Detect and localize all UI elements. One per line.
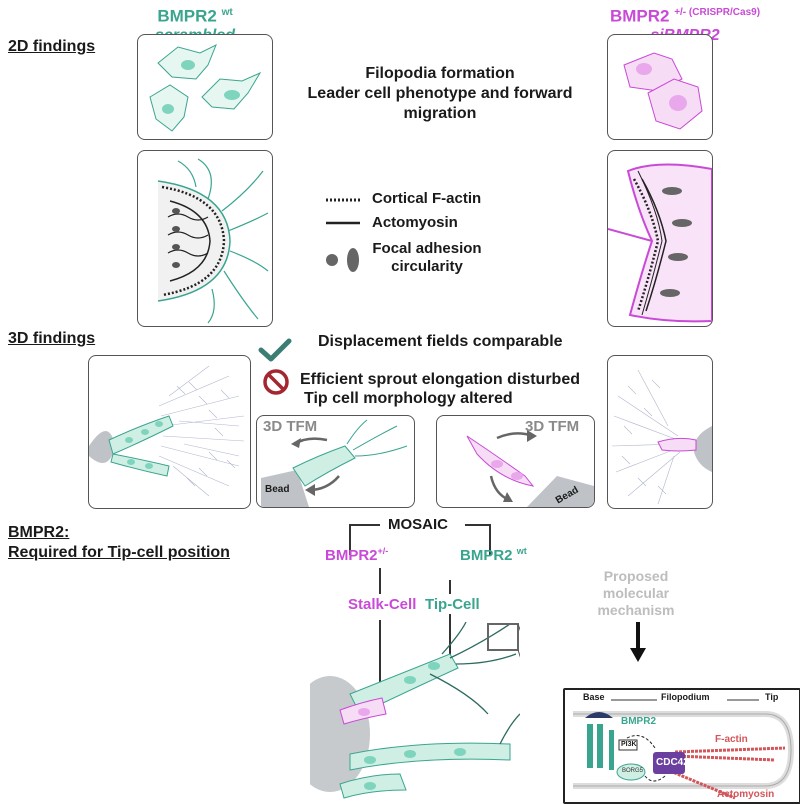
- legend-cortical: Cortical F-actin: [372, 190, 482, 207]
- filo-actomyosin: Actomyosin: [717, 789, 775, 800]
- filo-tip: Tip: [765, 692, 779, 702]
- prohibited-icon: [263, 369, 289, 395]
- wt-2d-cells-panel: [137, 34, 273, 140]
- het-2d-cells-panel: [607, 34, 713, 140]
- legend: Cortical F-actin Actomyosin Focal adhesi…: [320, 188, 520, 288]
- displacement-text: Displacement fields comparable: [318, 333, 563, 350]
- filopodia-text: Filopodia formation Leader cell phenotyp…: [307, 65, 573, 122]
- wt-3d-sprout-panel: [88, 355, 251, 509]
- het-cells-illustration: [623, 52, 703, 130]
- filo-pi3k: PI3K: [621, 741, 637, 748]
- mosaic-sprout-illustration: [310, 621, 520, 799]
- filo-base: Base: [583, 692, 605, 702]
- wt-cortex-panel: [137, 150, 273, 327]
- wt-cells-illustration: [149, 43, 262, 132]
- het-sprout-illustration: [611, 369, 712, 505]
- legend-glyphs: [326, 198, 360, 272]
- filopodium-panel: Base Filopodium Tip BMPR2 PI3K BORG5 CDC…: [563, 688, 800, 804]
- stalk-cell-label: Stalk-Cell: [348, 596, 417, 613]
- down-arrow-icon: [630, 622, 646, 662]
- section-2d-findings: 2D findings: [8, 38, 96, 55]
- mosaic-wt: BMPR2 wt: [460, 546, 527, 564]
- mosaic-lines: [379, 568, 451, 682]
- bead-label-left: Bead: [265, 484, 290, 495]
- wt-tfm-illustration: [261, 419, 408, 507]
- het-cortex-panel: [607, 150, 713, 327]
- section-bmpr2-tip: BMPR2:Required for Tip-cell position: [8, 524, 230, 561]
- wt-leading-edge-illustration: [157, 158, 269, 324]
- het-tfm-panel: 3D TFM Bead: [436, 415, 595, 508]
- mosaic-het: BMPR2+/-: [325, 546, 389, 564]
- filopodium-illustration: [573, 699, 795, 800]
- filo-borg5: BORG5: [622, 768, 644, 774]
- mosaic-bracket: [349, 524, 491, 555]
- tfm-label-right: 3D TFM: [525, 418, 580, 435]
- filo-factin: F-actin: [715, 734, 748, 745]
- filo-mid: Filopodium: [661, 692, 710, 702]
- filo-cdc42: CDC42: [656, 757, 689, 768]
- tip-cell-label: Tip-Cell: [425, 596, 480, 613]
- wt-sprout-illustration: [89, 365, 245, 497]
- check-icon: [258, 338, 292, 362]
- filo-bmpr2: BMPR2: [621, 716, 657, 727]
- mosaic-title: MOSAIC: [388, 516, 448, 533]
- sprout-disturbed-text: Efficient sprout elongation disturbed Ti…: [300, 371, 580, 407]
- legend-actomyosin: Actomyosin: [372, 214, 458, 231]
- section-3d-findings: 3D findings: [8, 330, 96, 347]
- tfm-label-left: 3D TFM: [263, 418, 318, 435]
- het-cortex-illustration: [608, 163, 712, 323]
- wt-tfm-panel: 3D TFM Bead: [256, 415, 415, 508]
- het-3d-sprout-panel: [607, 355, 713, 509]
- het-tfm-illustration: [466, 430, 594, 507]
